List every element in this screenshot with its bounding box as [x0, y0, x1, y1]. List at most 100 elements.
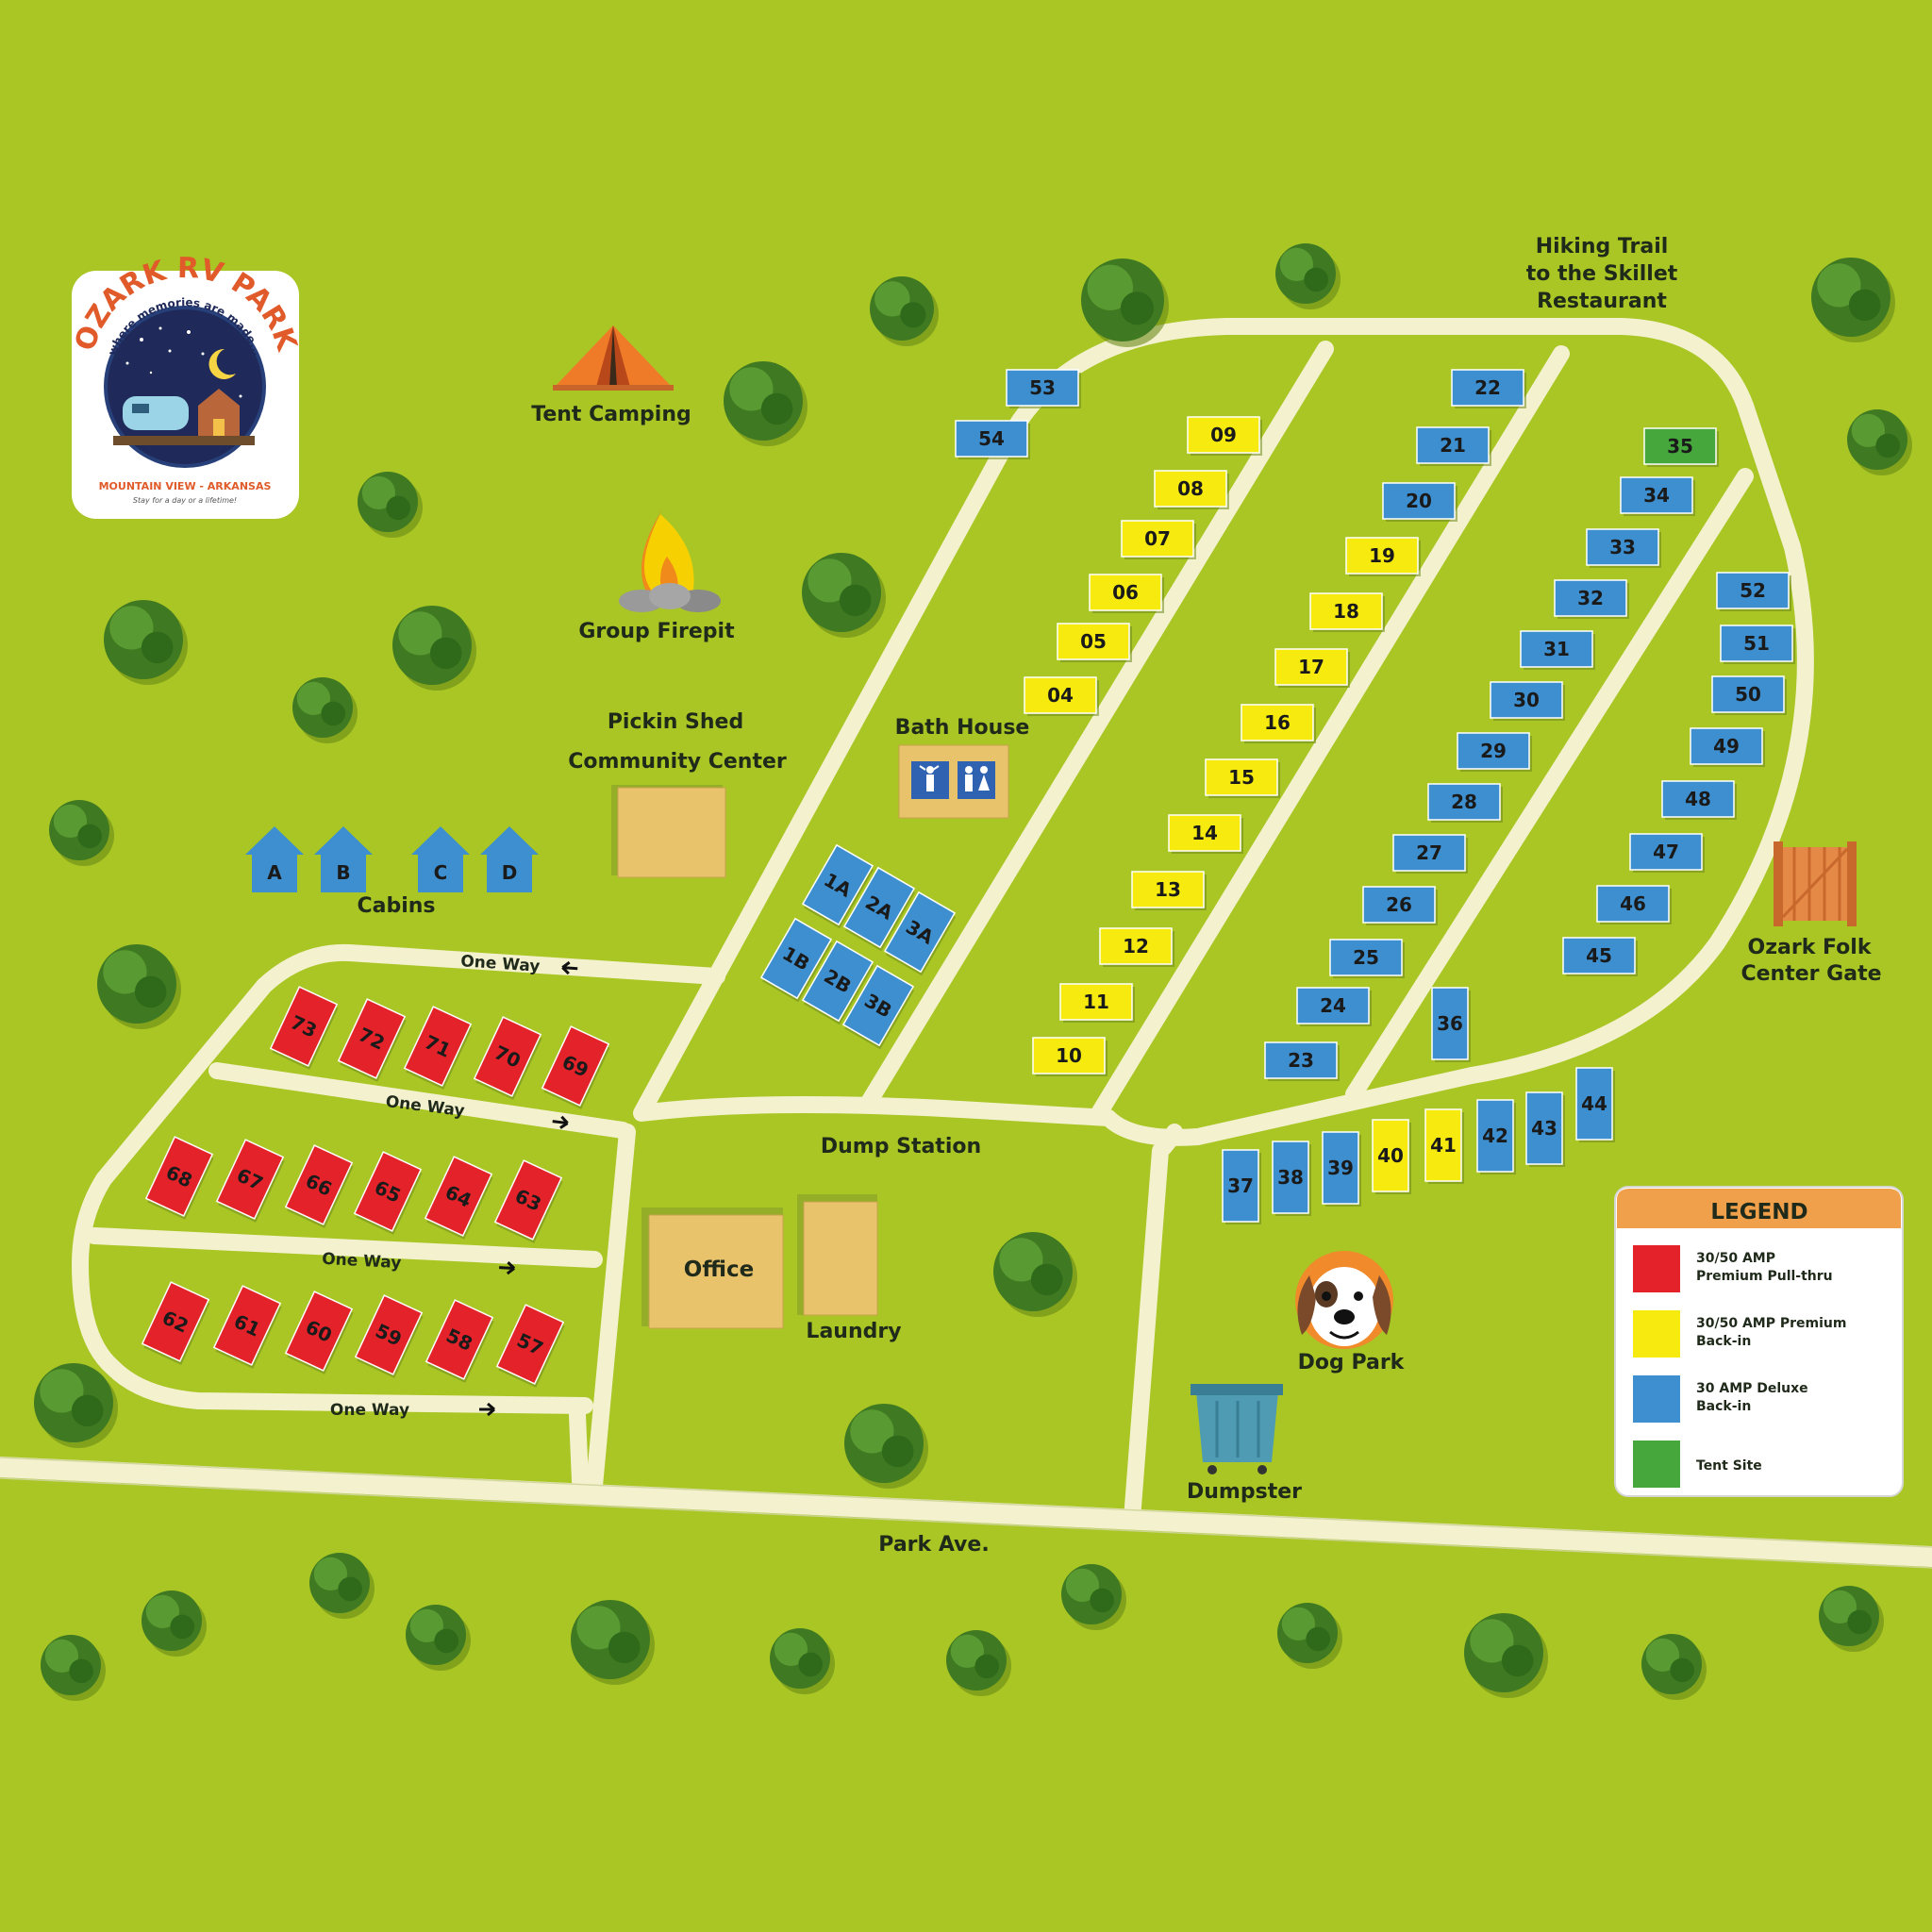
site-50[interactable]: 50 [1711, 675, 1787, 715]
site-24[interactable]: 24 [1296, 987, 1372, 1026]
site-31[interactable]: 31 [1520, 630, 1595, 670]
site-46[interactable]: 46 [1596, 885, 1672, 924]
site-51[interactable]: 51 [1720, 625, 1795, 664]
site-40[interactable]: 40 [1372, 1119, 1411, 1194]
site-11[interactable]: 11 [1059, 983, 1135, 1023]
site-17[interactable]: 17 [1274, 648, 1350, 688]
site-54[interactable]: 54 [955, 420, 1030, 459]
site-43[interactable]: 43 [1525, 1091, 1565, 1167]
site-35[interactable]: 35 [1643, 427, 1719, 467]
site-33[interactable]: 33 [1586, 528, 1661, 568]
site-06[interactable]: 06 [1089, 574, 1164, 613]
site-53[interactable]: 53 [1006, 369, 1081, 408]
site-25[interactable]: 25 [1329, 939, 1405, 978]
site-13[interactable]: 13 [1131, 871, 1207, 910]
site-number: 26 [1386, 893, 1412, 916]
site-08[interactable]: 08 [1154, 470, 1229, 509]
site-70[interactable]: 70 [473, 1016, 543, 1100]
site-3b[interactable]: 3B [841, 964, 915, 1050]
hiking-trail-label-1: Hiking Trail [1536, 235, 1669, 258]
pull-thru-row-2 [86, 1227, 603, 1268]
site-3a[interactable]: 3A [883, 891, 957, 976]
site-23[interactable]: 23 [1264, 1041, 1340, 1081]
site-2b[interactable]: 2B [801, 940, 874, 1025]
site-69[interactable]: 69 [541, 1025, 611, 1109]
site-27[interactable]: 27 [1392, 834, 1468, 874]
site-72[interactable]: 72 [337, 998, 408, 1082]
cabin-d[interactable]: D [480, 826, 539, 892]
site-65[interactable]: 65 [353, 1151, 424, 1235]
site-12[interactable]: 12 [1099, 927, 1174, 967]
site-number: 22 [1474, 376, 1501, 399]
site-05[interactable]: 05 [1057, 623, 1132, 662]
site-16[interactable]: 16 [1241, 704, 1316, 743]
site-57[interactable]: 57 [495, 1304, 566, 1388]
site-number: 27 [1416, 841, 1442, 864]
one-way-label: One Way [322, 1250, 402, 1273]
site-60[interactable]: 60 [284, 1291, 355, 1374]
site-28[interactable]: 28 [1427, 783, 1503, 823]
site-68[interactable]: 68 [144, 1136, 215, 1220]
site-29[interactable]: 29 [1457, 732, 1532, 772]
site-71[interactable]: 71 [403, 1006, 474, 1090]
cabin-b[interactable]: B [314, 826, 373, 892]
site-67[interactable]: 67 [215, 1139, 286, 1223]
site-20[interactable]: 20 [1382, 482, 1457, 522]
dump-station-label: Dump Station [821, 1135, 981, 1158]
site-1b[interactable]: 1B [759, 917, 833, 1003]
site-37[interactable]: 37 [1222, 1149, 1261, 1224]
pull-thru-loop [72, 943, 725, 1414]
site-48[interactable]: 48 [1661, 780, 1737, 820]
site-66[interactable]: 66 [284, 1144, 355, 1228]
site-30[interactable]: 30 [1490, 681, 1565, 721]
site-47[interactable]: 47 [1629, 833, 1705, 873]
site-49[interactable]: 49 [1690, 727, 1765, 767]
site-73[interactable]: 73 [269, 986, 340, 1070]
site-21[interactable]: 21 [1416, 426, 1491, 466]
site-number: 08 [1177, 477, 1204, 500]
site-41[interactable]: 41 [1424, 1108, 1464, 1184]
tree-icon [41, 1635, 106, 1701]
site-26[interactable]: 26 [1362, 886, 1438, 925]
site-marker [284, 1144, 354, 1225]
site-marker [801, 843, 874, 926]
site-marker [801, 940, 874, 1023]
arrow-right-icon [552, 1115, 569, 1129]
site-14[interactable]: 14 [1168, 814, 1243, 854]
site-44[interactable]: 44 [1575, 1067, 1615, 1142]
site-2a[interactable]: 2A [842, 866, 916, 952]
site-38[interactable]: 38 [1272, 1141, 1311, 1216]
cabin-a[interactable]: A [245, 826, 304, 892]
site-36[interactable]: 36 [1431, 987, 1471, 1062]
site-45[interactable]: 45 [1562, 937, 1638, 976]
site-07[interactable]: 07 [1121, 520, 1196, 559]
site-10[interactable]: 10 [1032, 1037, 1108, 1076]
site-22[interactable]: 22 [1451, 369, 1526, 408]
site-marker [1272, 1141, 1309, 1214]
site-04[interactable]: 04 [1024, 676, 1099, 716]
site-34[interactable]: 34 [1620, 476, 1695, 516]
site-15[interactable]: 15 [1205, 758, 1280, 798]
park-ave-road [0, 1457, 1932, 1567]
site-59[interactable]: 59 [354, 1294, 425, 1378]
cabin-roof [480, 826, 539, 855]
site-32[interactable]: 32 [1554, 579, 1629, 619]
roads [0, 318, 1932, 1569]
cabin-roof [314, 826, 373, 855]
site-52[interactable]: 52 [1716, 572, 1791, 611]
site-42[interactable]: 42 [1476, 1099, 1516, 1174]
site-61[interactable]: 61 [212, 1285, 283, 1369]
site-64[interactable]: 64 [424, 1156, 494, 1240]
site-18[interactable]: 18 [1309, 592, 1385, 632]
site-58[interactable]: 58 [425, 1299, 495, 1383]
hiking-trail-label-2: to the Skillet [1526, 262, 1678, 286]
site-63[interactable]: 63 [493, 1159, 564, 1243]
restroom-icon [958, 761, 995, 799]
cabin-c[interactable]: C [411, 826, 470, 892]
site-62[interactable]: 62 [141, 1281, 211, 1365]
site-39[interactable]: 39 [1322, 1131, 1361, 1207]
site-marker [1006, 369, 1079, 407]
site-19[interactable]: 19 [1345, 537, 1421, 576]
site-1a[interactable]: 1A [801, 843, 874, 929]
site-09[interactable]: 09 [1187, 416, 1262, 456]
